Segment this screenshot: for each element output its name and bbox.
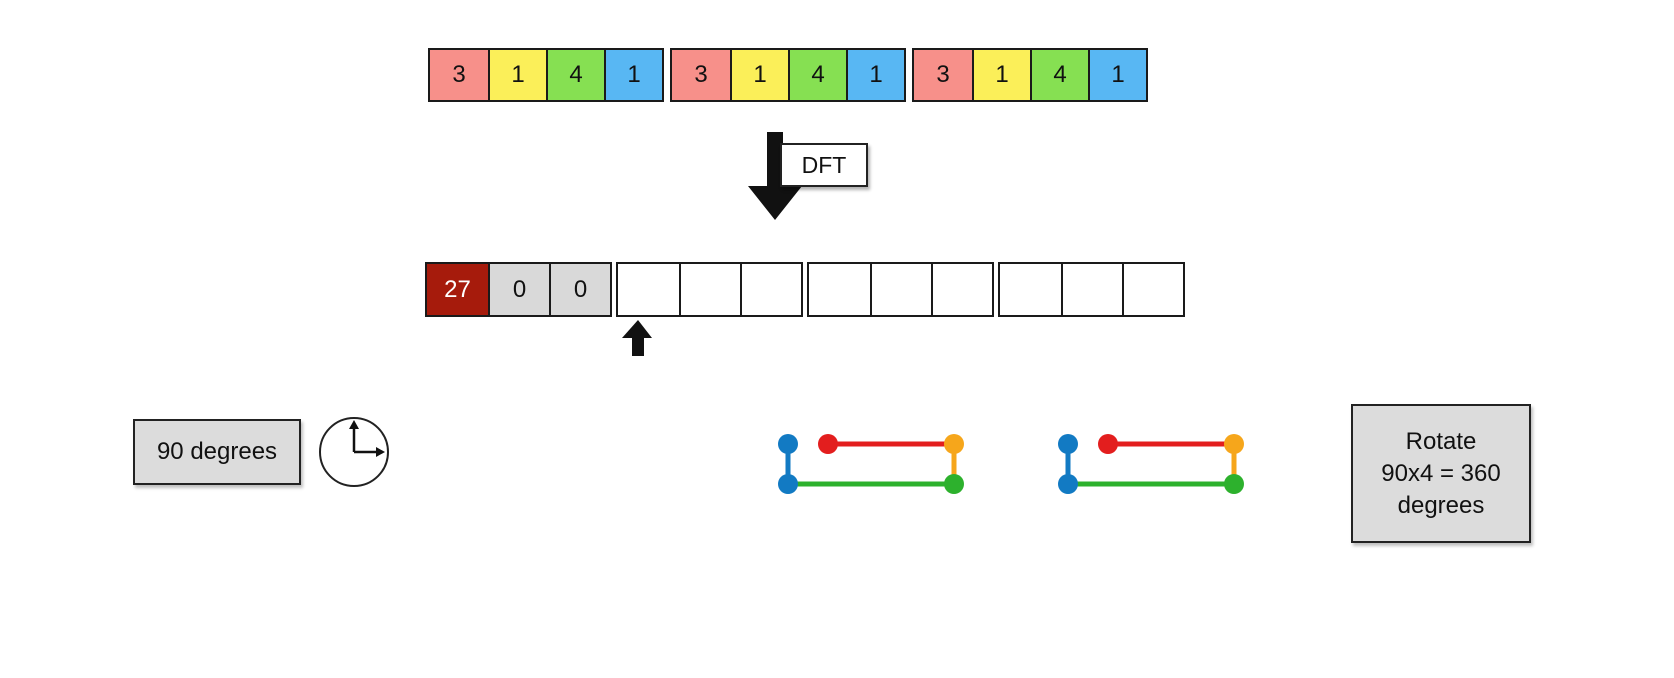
input-cell: 1 [730, 50, 788, 100]
rotate-note-line: 90x4 = 360 [1381, 459, 1501, 487]
output-group [616, 262, 803, 317]
input-cell: 4 [546, 50, 604, 100]
arrow-up-icon [622, 320, 652, 356]
green-node [944, 474, 964, 494]
output-cell [679, 264, 740, 315]
input-cell: 3 [672, 50, 730, 100]
input-cell: 1 [488, 50, 546, 100]
green-node [1224, 474, 1244, 494]
output-cell [809, 264, 870, 315]
orange-node [944, 434, 964, 454]
input-cell: 1 [972, 50, 1030, 100]
output-group [998, 262, 1185, 317]
red-node [1098, 434, 1118, 454]
output-cell [870, 264, 931, 315]
input-cell: 4 [788, 50, 846, 100]
clock-icon [319, 417, 389, 487]
dft-label: DFT [780, 143, 868, 187]
blue-node [778, 474, 798, 494]
rotation-shape [1058, 434, 1244, 494]
rotate-note: Rotate 90x4 = 360 degrees [1351, 404, 1531, 543]
output-cell [1061, 264, 1122, 315]
output-cell: 0 [488, 264, 549, 315]
output-cell [618, 264, 679, 315]
red-node [818, 434, 838, 454]
blue-node [778, 434, 798, 454]
output-cell [1000, 264, 1061, 315]
rotation-label: 90 degrees [133, 419, 301, 485]
output-cell: 0 [549, 264, 610, 315]
input-cell: 4 [1030, 50, 1088, 100]
arrow-down-icon [748, 132, 802, 220]
output-cell: 27 [427, 264, 488, 315]
rotate-note-line: degrees [1397, 491, 1485, 519]
orange-node [1224, 434, 1244, 454]
output-cell [931, 264, 992, 315]
output-cell [740, 264, 801, 315]
input-cell: 3 [430, 50, 488, 100]
rotation-shape [778, 434, 964, 494]
input-cell: 3 [914, 50, 972, 100]
input-cell: 1 [604, 50, 662, 100]
input-cell: 1 [846, 50, 904, 100]
blue-node [1058, 434, 1078, 454]
blue-node [1058, 474, 1078, 494]
output-cell [1122, 264, 1183, 315]
input-cell: 1 [1088, 50, 1146, 100]
output-group [807, 262, 994, 317]
rotate-note-line: Rotate [1405, 427, 1477, 455]
